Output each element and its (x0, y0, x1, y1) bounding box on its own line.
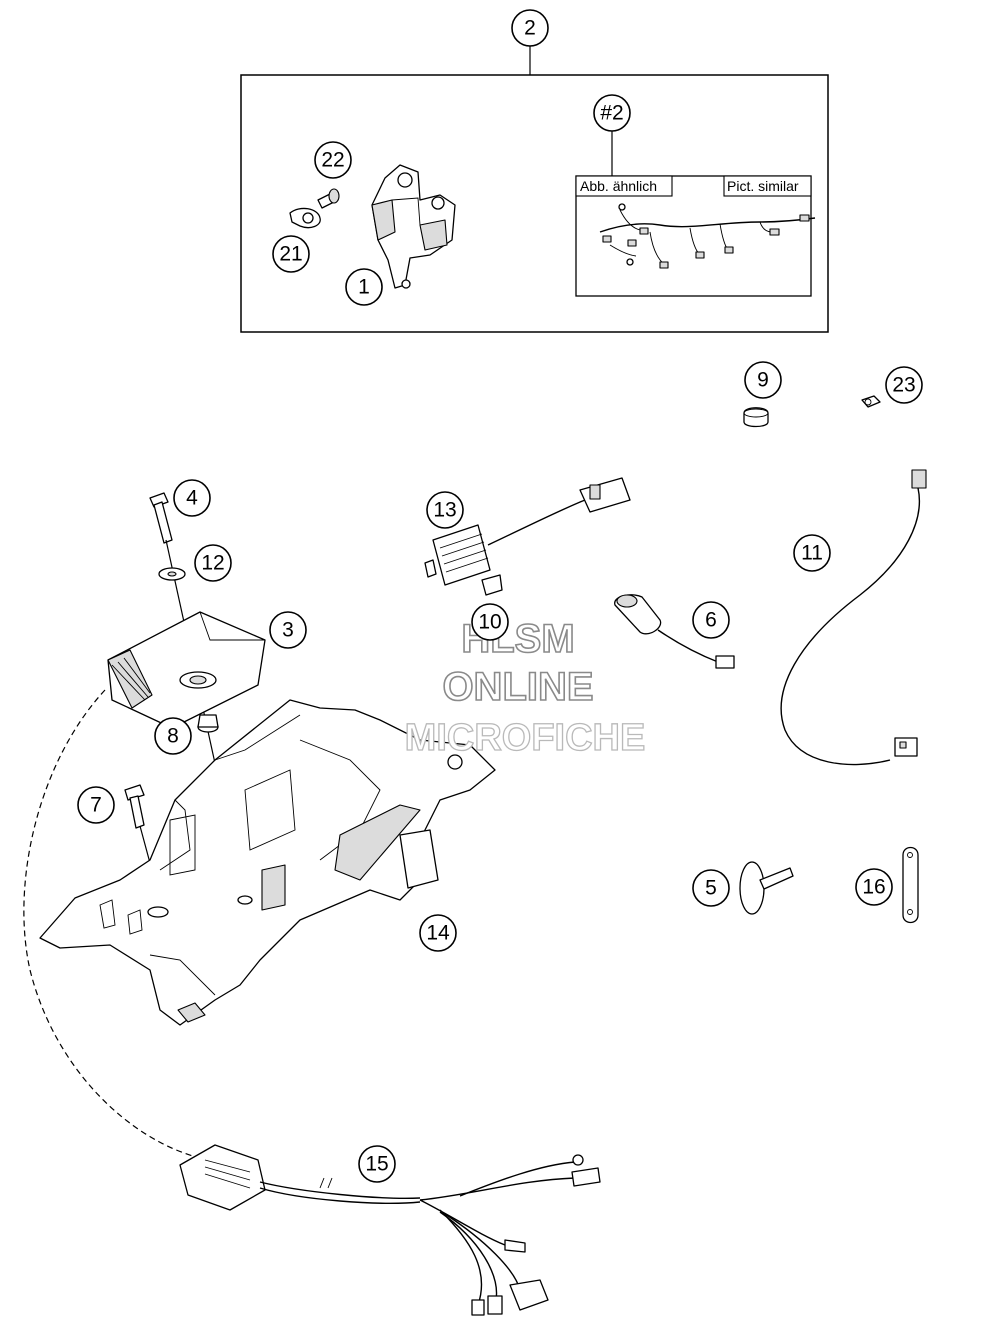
callout-8[interactable]: 8 (154, 717, 192, 755)
callout-4-label: 4 (186, 487, 198, 510)
callout-22-label: 22 (321, 149, 344, 172)
callout-2-label: 2 (524, 17, 536, 40)
screw-and-clamp (289, 188, 340, 229)
ecu-3 (107, 611, 266, 729)
callout-1[interactable]: 1 (345, 268, 383, 306)
callout-16-label: 16 (862, 876, 885, 899)
callout-11[interactable]: 11 (793, 534, 831, 572)
callout-hash-2[interactable]: #2 (593, 94, 631, 132)
callout-2[interactable]: 2 (511, 9, 549, 47)
callout-15-label: 15 (365, 1153, 388, 1176)
callout-12-label: 12 (201, 552, 224, 575)
watermark-line-2: ONLINE (442, 665, 593, 709)
callout-12[interactable]: 12 (194, 544, 232, 582)
connection-line (23, 689, 201, 1159)
callout-21-label: 21 (279, 243, 302, 266)
callout-23[interactable]: 23 (885, 366, 923, 404)
callout-10[interactable]: 10 (471, 603, 509, 641)
kit-box-label-left: Abb. ähnlich (580, 178, 657, 194)
watermark: HLSM ONLINE MICROFICHE (404, 616, 646, 759)
strap-16 (902, 846, 919, 924)
callout-21[interactable]: 21 (272, 235, 310, 273)
sensor-6 (614, 594, 735, 669)
callout-16[interactable]: 16 (855, 868, 893, 906)
callout-9-label: 9 (757, 369, 769, 392)
callout-11-label: 11 (801, 542, 823, 565)
callout-7-label: 7 (90, 794, 102, 817)
callout-9[interactable]: 9 (744, 361, 782, 399)
callout-13-label: 13 (433, 499, 456, 522)
washer-12 (158, 567, 186, 581)
callout-4[interactable]: 4 (173, 479, 211, 517)
clip-23 (861, 395, 881, 408)
voltage-regulator (424, 477, 631, 596)
callout-22[interactable]: 22 (314, 141, 352, 179)
callout-6[interactable]: 6 (692, 601, 730, 639)
wiring-harness-thumbnail (599, 203, 816, 269)
clip-9 (743, 407, 769, 428)
screw-7 (124, 784, 145, 829)
callout-23-label: 23 (892, 374, 915, 397)
callout-14-label: 14 (426, 922, 450, 945)
callout-5-label: 5 (705, 877, 717, 900)
callout-hash-2-label: #2 (600, 102, 623, 125)
callout-7[interactable]: 7 (77, 786, 115, 824)
callout-1-label: 1 (358, 276, 370, 299)
cable-tie-5 (739, 861, 794, 915)
mounting-bracket (371, 164, 456, 289)
kit-box-label-right: Pict. similar (727, 178, 799, 194)
callout-10-label: 10 (478, 611, 501, 634)
callout-15[interactable]: 15 (358, 1145, 396, 1183)
screw-4 (149, 492, 173, 544)
callout-3[interactable]: 3 (269, 611, 307, 649)
cable-11 (780, 469, 927, 766)
callout-6-label: 6 (705, 609, 717, 632)
callout-5[interactable]: 5 (692, 869, 730, 907)
callout-14[interactable]: 14 (419, 914, 457, 952)
callout-13[interactable]: 13 (426, 491, 464, 529)
holder-14 (39, 699, 496, 1026)
grommet-8 (197, 714, 219, 733)
callout-3-label: 3 (282, 619, 294, 642)
harness-15 (179, 1144, 601, 1316)
watermark-line-3: MICROFICHE (405, 717, 646, 759)
callout-8-label: 8 (167, 725, 179, 748)
